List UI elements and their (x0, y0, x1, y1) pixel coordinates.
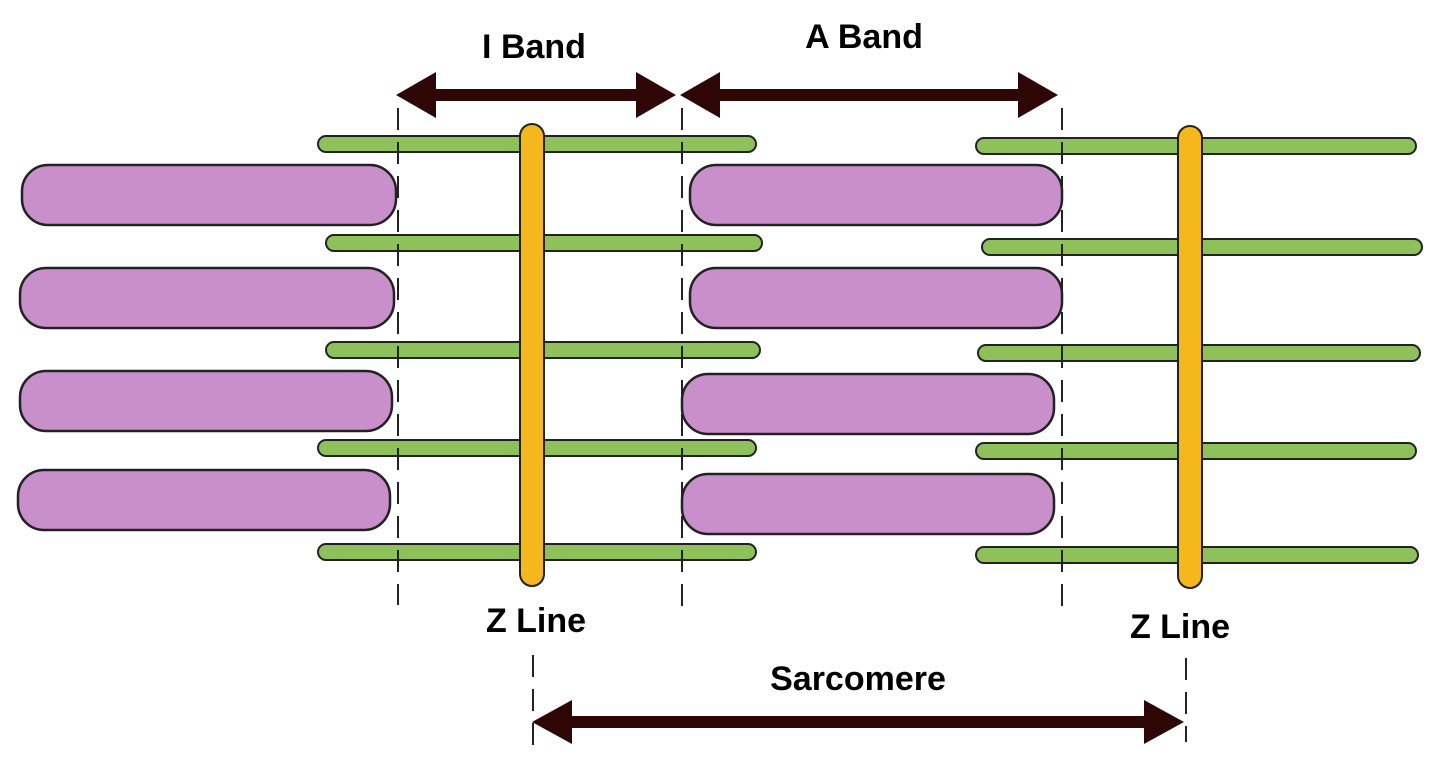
thick-filament (16, 468, 392, 532)
i-band-label: I Band (482, 28, 586, 66)
thick-filaments-right (680, 163, 1064, 536)
thick-filament (18, 266, 396, 330)
thick-filament (680, 472, 1056, 536)
thick-filament (20, 163, 398, 227)
thick-filament (18, 369, 394, 433)
thick-filaments-left (16, 163, 398, 532)
z-line-left (519, 123, 545, 587)
thick-filament (688, 266, 1064, 330)
thick-filament (680, 372, 1056, 436)
i-band-arrow (396, 72, 676, 118)
thick-filament (688, 163, 1064, 227)
sarcomere-label: Sarcomere (770, 660, 946, 698)
z-line-right (1177, 125, 1203, 589)
thin-filaments-left (317, 135, 763, 561)
z-line-right-label: Z Line (1130, 608, 1230, 646)
dashed-guides (397, 108, 1187, 748)
a-band-arrow (680, 72, 1058, 118)
sarcomere-arrow (532, 700, 1184, 744)
z-line-left-label: Z Line (486, 602, 586, 640)
a-band-label: A Band (805, 18, 923, 56)
